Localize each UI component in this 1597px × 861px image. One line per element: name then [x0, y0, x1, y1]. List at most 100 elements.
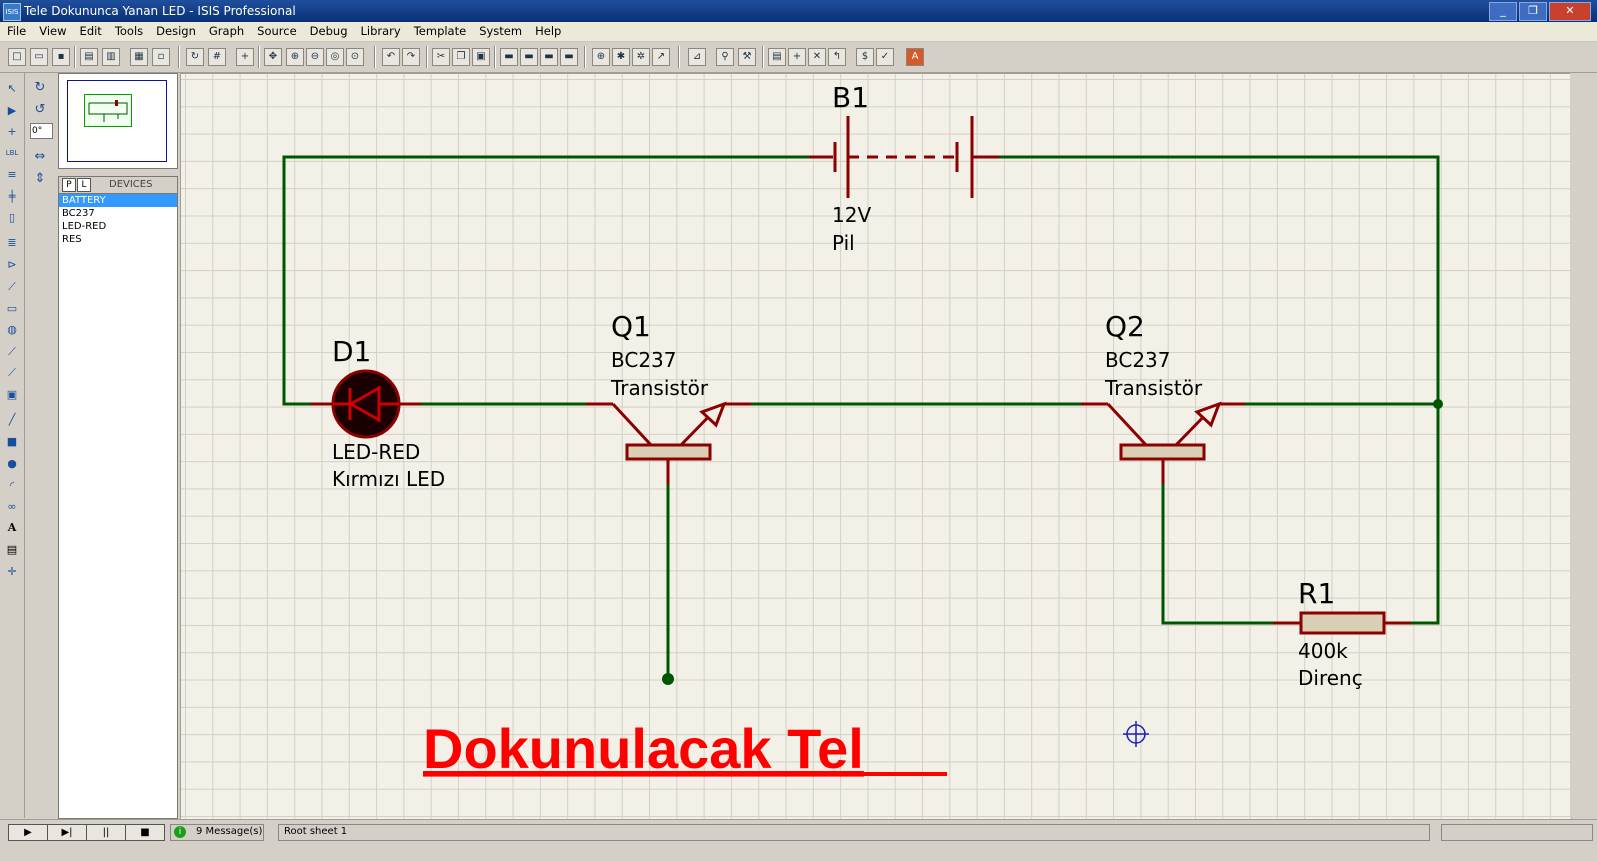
copy-icon[interactable]: ❐	[452, 48, 470, 66]
resistor-r1[interactable]	[1273, 611, 1411, 635]
circle-tool-icon[interactable]: ●	[7, 457, 17, 470]
zoom-out-icon[interactable]: ⊖	[306, 48, 324, 66]
rotation-angle-field[interactable]: 0°	[30, 123, 53, 139]
virtual-instruments-icon[interactable]: ▣	[6, 388, 18, 401]
wire-autorouter-icon[interactable]: ⊿	[688, 48, 706, 66]
step-button[interactable]: ▶|	[48, 825, 87, 840]
rotate-anticlockwise-icon[interactable]: ↺	[34, 102, 46, 117]
device-item-bc237[interactable]: BC237	[62, 208, 95, 219]
schematic-canvas[interactable]: B1 12V Pil D1 LED-RED Kırmızı LED Q1 BC2…	[180, 73, 1572, 820]
pick-device-icon[interactable]: ⊕	[592, 48, 610, 66]
decompose-icon[interactable]: ↗	[652, 48, 670, 66]
led-d1[interactable]	[311, 369, 421, 439]
text-script-icon[interactable]: ≡	[7, 168, 17, 181]
zoom-in-icon[interactable]: ⊕	[286, 48, 304, 66]
menu-design[interactable]: Design	[156, 24, 196, 38]
mirror-vertical-icon[interactable]: ⇕	[34, 171, 46, 186]
open-folder-icon[interactable]: ▭	[30, 48, 48, 66]
export-section-icon[interactable]: ▥	[102, 48, 120, 66]
device-item-res[interactable]: RES	[62, 234, 82, 245]
line-tool-icon[interactable]: ╱	[8, 413, 16, 426]
zoom-area-icon[interactable]: ⊙	[346, 48, 364, 66]
make-device-icon[interactable]: ✱	[612, 48, 630, 66]
new-sheet-icon[interactable]: ▤	[768, 48, 786, 66]
junction-dot-icon[interactable]: +	[7, 125, 17, 138]
transistor-q1[interactable]	[586, 401, 751, 484]
menu-system[interactable]: System	[479, 24, 523, 38]
transistor-q2[interactable]	[1081, 401, 1245, 484]
bill-of-materials-icon[interactable]: $	[856, 48, 874, 66]
search-tag-icon[interactable]: ⚲	[716, 48, 734, 66]
stop-button[interactable]: ■	[126, 825, 164, 840]
text-tool-icon[interactable]: A	[7, 521, 17, 534]
cut-icon[interactable]: ✂	[432, 48, 450, 66]
origin-icon[interactable]: +	[236, 48, 254, 66]
electrical-check-icon[interactable]: ✓	[876, 48, 894, 66]
new-file-icon[interactable]: □	[8, 48, 26, 66]
block-copy-icon[interactable]: ▬	[500, 48, 518, 66]
wire-top-left[interactable]	[282, 155, 809, 406]
symbol-tool-icon[interactable]: ▤	[6, 543, 18, 556]
block-move-icon[interactable]: ▬	[520, 48, 538, 66]
paste-icon[interactable]: ▣	[472, 48, 490, 66]
selection-mode-icon[interactable]: ↖	[7, 82, 17, 95]
menu-file[interactable]: File	[7, 24, 27, 38]
subcircuit-icon[interactable]: ▯	[8, 211, 16, 224]
terminals-icon[interactable]: ≣	[7, 236, 17, 249]
overview-window[interactable]	[58, 73, 178, 169]
menu-tools[interactable]: Tools	[114, 24, 144, 38]
block-rotate-icon[interactable]: ▬	[540, 48, 558, 66]
menu-debug[interactable]: Debug	[309, 24, 348, 38]
import-section-icon[interactable]: ▤	[80, 48, 98, 66]
device-pins-icon[interactable]: ⊳	[7, 258, 17, 271]
block-delete-icon[interactable]: ▬	[560, 48, 578, 66]
box-tool-icon[interactable]: ■	[6, 435, 18, 448]
rotate-clockwise-icon[interactable]: ↻	[34, 80, 46, 95]
path-tool-icon[interactable]: ∞	[7, 500, 17, 513]
battery-b1[interactable]	[809, 116, 999, 198]
area-icon[interactable]: ▫	[152, 48, 170, 66]
close-button[interactable]: ✕	[1549, 2, 1591, 21]
library-tab[interactable]: L	[77, 178, 91, 192]
vertical-scrollbar[interactable]	[1570, 73, 1597, 818]
graph-mode-icon[interactable]: ⟋	[8, 280, 16, 293]
menu-edit[interactable]: Edit	[79, 24, 102, 38]
component-mode-icon[interactable]: ▶	[7, 104, 17, 117]
wire-label-icon[interactable]: LBL	[5, 149, 19, 157]
restore-button[interactable]: ❐	[1519, 2, 1547, 21]
zoom-all-icon[interactable]: ◎	[326, 48, 344, 66]
save-icon[interactable]: ▪	[52, 48, 70, 66]
minimize-button[interactable]: _	[1489, 2, 1517, 21]
menu-help[interactable]: Help	[535, 24, 562, 38]
wire-r1-right[interactable]	[1411, 404, 1440, 625]
wire-top-right[interactable]	[999, 155, 1440, 404]
grid-icon[interactable]: #	[208, 48, 226, 66]
remove-sheet-icon[interactable]: ✕	[808, 48, 826, 66]
overview-view-region[interactable]	[84, 94, 132, 127]
menu-view[interactable]: View	[39, 24, 67, 38]
pause-button[interactable]: ||	[87, 825, 126, 840]
property-assign-icon[interactable]: ⚒	[738, 48, 756, 66]
netlist-ares-icon[interactable]: A	[906, 48, 924, 66]
junction-dot[interactable]	[1433, 399, 1443, 409]
current-probe-icon[interactable]: ⟋	[8, 366, 16, 379]
voltage-probe-icon[interactable]: ⟋	[8, 345, 16, 358]
undo-icon[interactable]: ↶	[382, 48, 400, 66]
buses-icon[interactable]: ╪	[8, 190, 16, 203]
play-button[interactable]: ▶	[9, 825, 48, 840]
mirror-horizontal-icon[interactable]: ⇔	[34, 149, 46, 164]
messages-indicator[interactable]: i 9 Message(s)	[170, 824, 264, 841]
device-item-led-red[interactable]: LED-RED	[62, 221, 107, 232]
tape-recorder-icon[interactable]: ▭	[6, 302, 18, 315]
pan-icon[interactable]: ✥	[264, 48, 282, 66]
exit-parent-icon[interactable]: ↰	[828, 48, 846, 66]
generator-icon[interactable]: ◍	[7, 323, 17, 336]
redo-icon[interactable]: ↷	[402, 48, 420, 66]
touch-wire-end[interactable]	[662, 673, 674, 685]
menu-template[interactable]: Template	[413, 24, 467, 38]
add-sheet-icon[interactable]: +	[788, 48, 806, 66]
print-icon[interactable]: ▦	[130, 48, 148, 66]
menu-library[interactable]: Library	[360, 24, 401, 38]
menu-graph[interactable]: Graph	[208, 24, 245, 38]
wire-q2-r1[interactable]	[1161, 484, 1273, 625]
